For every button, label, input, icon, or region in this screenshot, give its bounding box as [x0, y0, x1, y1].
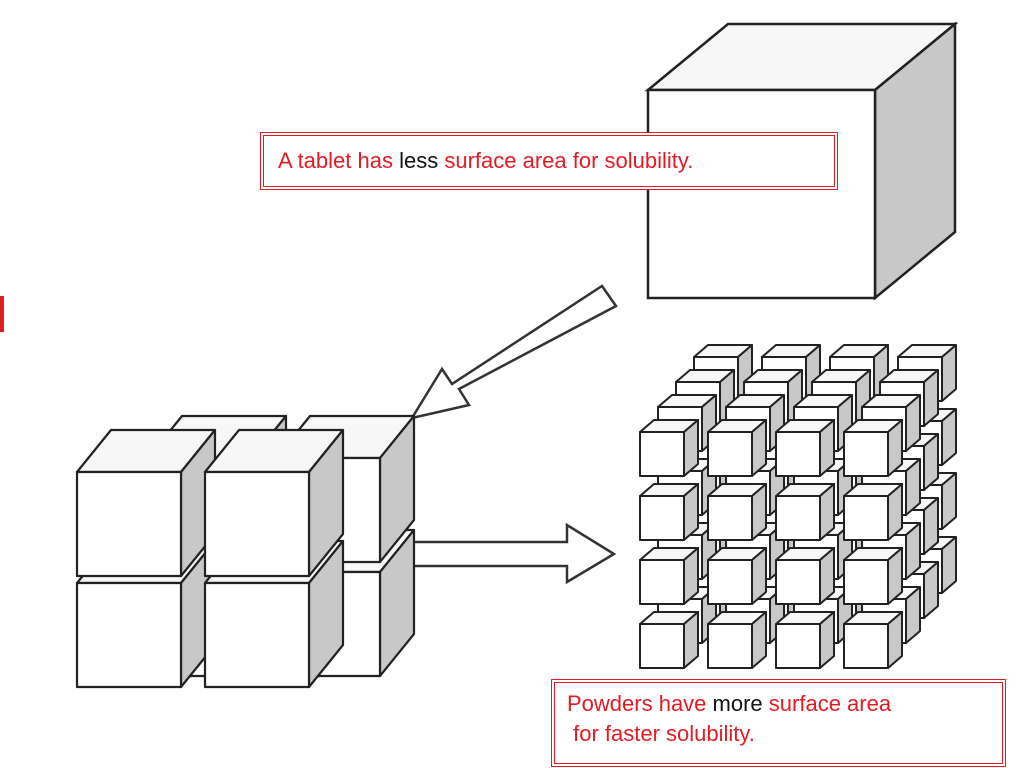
tablet-callout-text-1: A tablet has: [278, 148, 393, 173]
small-cube: [775, 419, 835, 477]
small-cube: [843, 483, 903, 541]
small-cube: [203, 428, 345, 578]
small-cube: [843, 611, 903, 669]
edge-marker: [0, 296, 4, 332]
small-cube: [75, 428, 217, 578]
cube-grid-icon: [639, 344, 957, 669]
small-cube: [707, 419, 767, 477]
cube-2x2-icon: [75, 414, 416, 689]
small-cube: [775, 483, 835, 541]
powder-callout-emphasis: more: [712, 691, 763, 716]
tablet-callout-text-2: surface area for solubility.: [444, 148, 694, 173]
small-cube: [639, 483, 699, 541]
powder-callout-text-2: surface area: [768, 691, 892, 716]
powder-callout: Powders have more surface area for faste…: [551, 679, 1006, 767]
small-cube: [775, 611, 835, 669]
powder-callout-line-2: for faster solubility.: [567, 721, 755, 746]
powder-callout-line-1: Powders have more surface area: [567, 689, 1002, 719]
small-cube: [707, 547, 767, 605]
small-cube: [707, 611, 767, 669]
powder-callout-text-1: Powders have: [567, 691, 707, 716]
tablet-callout-emphasis: less: [399, 148, 439, 173]
small-cube: [639, 419, 699, 477]
small-cube: [707, 483, 767, 541]
arrow-right-icon: [406, 522, 617, 585]
small-cube: [843, 419, 903, 477]
small-cube: [639, 611, 699, 669]
small-cube: [843, 547, 903, 605]
small-cube: [639, 547, 699, 605]
tablet-callout: A tablet has less surface area for solub…: [260, 132, 838, 190]
arrow-diagonal-icon: [409, 284, 618, 420]
small-cube: [775, 547, 835, 605]
